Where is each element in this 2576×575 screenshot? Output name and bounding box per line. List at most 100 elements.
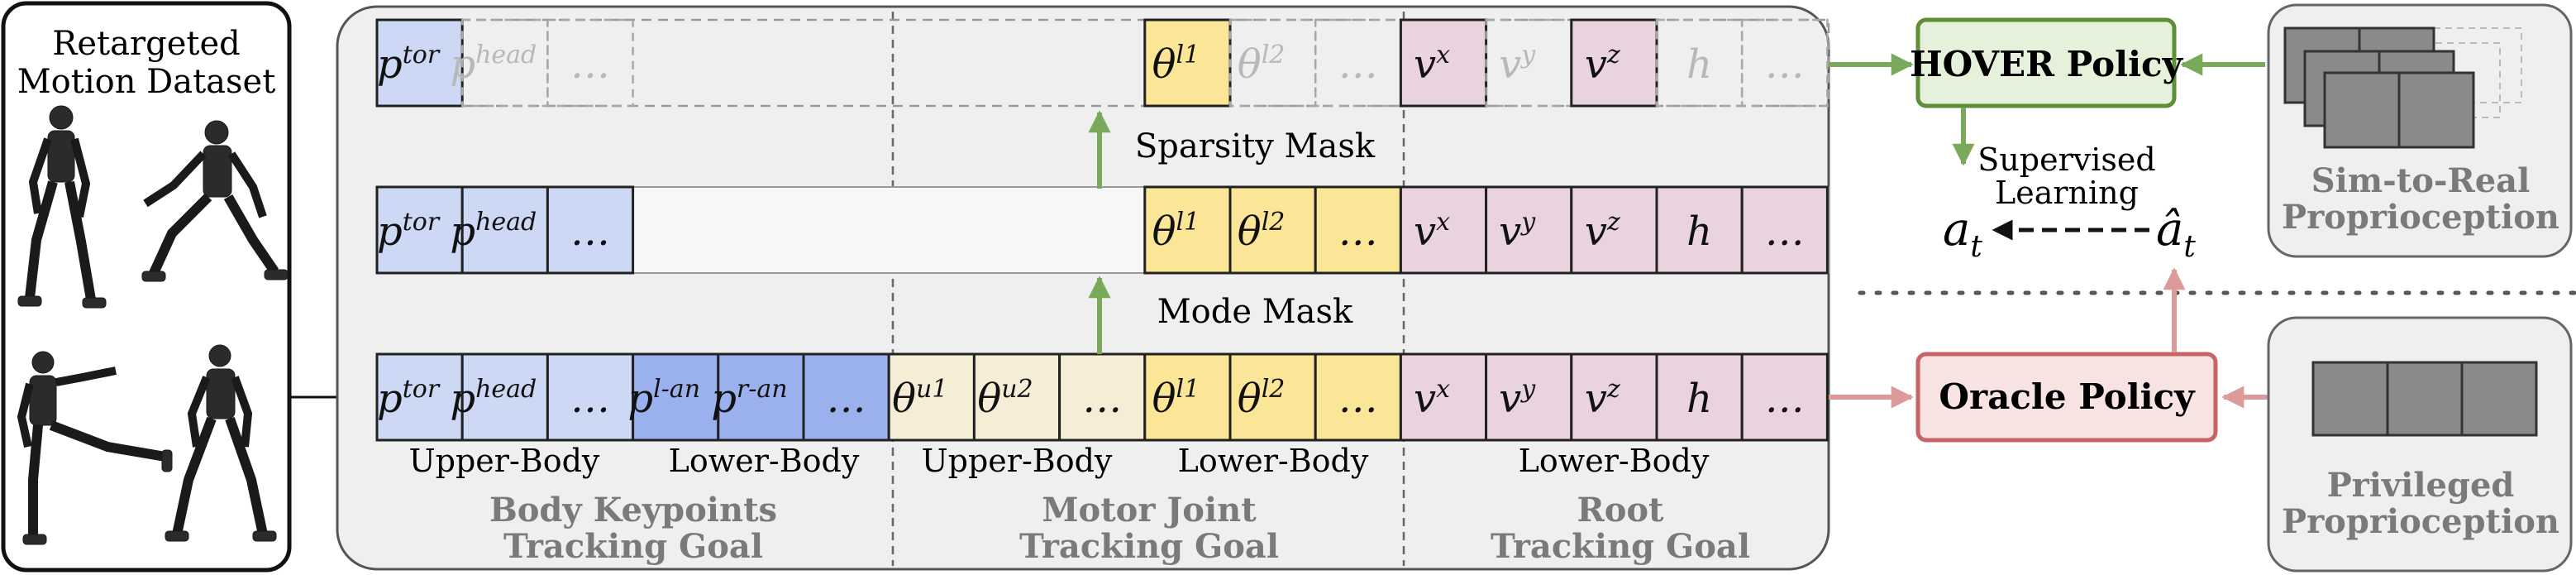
sim-proprio-label-1: Sim-to-Real xyxy=(2311,161,2531,200)
hover-policy-label: HOVER Policy xyxy=(1910,44,2184,84)
top-cell-0-label: ptor xyxy=(377,41,441,88)
upper-body-label-1: Upper-Body xyxy=(409,443,600,479)
bot-cell-6-label: θu1 xyxy=(892,375,947,422)
top-cell-3: θl1 xyxy=(1143,18,1232,108)
mid-cell-9-label: h xyxy=(1686,208,1712,255)
mid-cell-1: phead xyxy=(450,185,549,275)
sim-to-real-panel: Sim-to-Real Proprioception xyxy=(2267,3,2573,258)
mid-cell-5: … xyxy=(1314,185,1402,275)
bot-cell-4-label: pr-an xyxy=(711,375,787,422)
mid-cell-4: θl2 xyxy=(1228,185,1317,275)
mid-cell-9: h xyxy=(1655,185,1744,275)
bot-cell-11: … xyxy=(1314,352,1402,442)
action-student: at xyxy=(1943,203,1982,264)
bot-cell-5: … xyxy=(802,352,890,442)
top-cell-8-label: vz xyxy=(1585,41,1620,88)
mid-cell-10: … xyxy=(1740,185,1829,275)
bot-cell-1-label: phead xyxy=(450,375,537,422)
top-cell-3-label: θl1 xyxy=(1152,41,1200,88)
bot-cell-8: … xyxy=(1058,352,1147,442)
mid-cell-1-label: phead xyxy=(450,208,537,255)
dataset-title-line2: Motion Dataset xyxy=(17,63,276,101)
top-cell-6: vx xyxy=(1399,18,1488,108)
bot-cell-12: vx xyxy=(1399,352,1488,442)
mid-cell-7: vy xyxy=(1485,185,1573,275)
root-caption-2: Tracking Goal xyxy=(1491,527,1750,566)
supervised-label-2: Learning xyxy=(1995,175,2139,211)
bot-cell-4: pr-an xyxy=(711,352,805,442)
priv-proprio-label-2: Proprioception xyxy=(2282,502,2559,541)
bot-cell-9-label: θl1 xyxy=(1152,375,1200,422)
top-cell-0: ptor xyxy=(375,18,464,108)
lower-body-label-3: Lower-Body xyxy=(1519,443,1710,479)
mid-cell-3: θl1 xyxy=(1143,185,1232,275)
bot-cell-2: … xyxy=(546,352,635,442)
top-cell-4-label: θl2 xyxy=(1238,41,1286,88)
mid-cell-8-label: vz xyxy=(1585,208,1620,255)
bot-cell-2-label: … xyxy=(570,376,610,422)
upper-body-label-2: Upper-Body xyxy=(922,443,1113,479)
mode-mask-label: Mode Mask xyxy=(1157,293,1353,331)
bot-cell-8-label: … xyxy=(1082,376,1122,422)
bot-cell-3-label: pl-an xyxy=(627,375,700,422)
oracle-policy-label: Oracle Policy xyxy=(1939,376,2196,417)
sim-proprio-stack xyxy=(2283,26,2522,149)
top-cell-2-label: … xyxy=(570,41,610,88)
top-cell-5-label: … xyxy=(1338,41,1378,88)
bot-cell-3: pl-an xyxy=(627,352,720,442)
dataset-title-line1: Retargeted xyxy=(52,25,240,63)
bot-cell-15: h xyxy=(1655,352,1744,442)
oracle-policy-box xyxy=(1915,352,2218,443)
root-caption-1: Root xyxy=(1577,491,1664,529)
top-cell-2: … xyxy=(546,18,634,108)
top-cell-5: … xyxy=(1314,18,1402,108)
mid-cell-10-label: … xyxy=(1765,208,1805,255)
top-cell-1-label: phead xyxy=(450,41,537,88)
bot-cell-15-label: h xyxy=(1686,376,1712,422)
top-cell-10: … xyxy=(1740,18,1829,108)
lower-body-label-1: Lower-Body xyxy=(669,443,860,479)
top-cell-9-label: h xyxy=(1686,41,1712,88)
bot-cell-1: phead xyxy=(450,352,549,442)
lower-body-label-2: Lower-Body xyxy=(1178,443,1369,479)
privileged-panel: Privileged Proprioception xyxy=(2267,316,2573,573)
bot-cell-0-label: ptor xyxy=(377,375,441,422)
action-oracle: ât xyxy=(2156,203,2196,264)
bot-cell-16-label: … xyxy=(1765,376,1805,422)
bot-cell-13: vy xyxy=(1485,352,1573,442)
mid-cell-3-label: θl1 xyxy=(1152,208,1200,255)
bot-cell-10: θl2 xyxy=(1228,352,1317,442)
priv-proprio-cells xyxy=(2311,361,2538,437)
top-cell-7: vy xyxy=(1485,18,1573,108)
sparsity-mask-label: Sparsity Mask xyxy=(1135,127,1376,165)
bot-cell-12-label: vx xyxy=(1414,375,1450,422)
body-keypoints-caption-2: Tracking Goal xyxy=(503,527,763,566)
body-keypoints-caption-1: Body Keypoints xyxy=(489,491,777,529)
bot-cell-16: … xyxy=(1740,352,1829,442)
supervised-label-1: Supervised xyxy=(1977,141,2155,178)
mid-cell-0: ptor xyxy=(375,185,464,275)
bot-cell-7-label: θu2 xyxy=(977,375,1033,422)
hover-policy-box xyxy=(1915,17,2177,108)
mid-cell-6: vx xyxy=(1399,185,1488,275)
top-cell-6-label: vx xyxy=(1414,41,1450,88)
bot-cell-14-label: vz xyxy=(1585,375,1620,422)
top-cell-7-label: vy xyxy=(1499,41,1536,88)
bot-cell-7: θu2 xyxy=(972,352,1061,442)
sim-proprio-label-2: Proprioception xyxy=(2282,198,2559,237)
mid-cell-6-label: vx xyxy=(1414,208,1450,255)
motor-joint-caption-2: Tracking Goal xyxy=(1019,527,1279,566)
robot-figure-4 xyxy=(165,344,277,542)
mid-cell-8: vz xyxy=(1570,185,1658,275)
mid-cell-2-label: … xyxy=(570,208,610,255)
bot-cell-14: vz xyxy=(1570,352,1658,442)
mid-cell-7-label: vy xyxy=(1499,208,1536,255)
bot-cell-0: ptor xyxy=(375,352,464,442)
motor-joint-caption-1: Motor Joint xyxy=(1042,491,1257,529)
motion-dataset-panel: Retargeted Motion Dataset xyxy=(1,1,292,573)
bot-cell-6: θu1 xyxy=(887,352,976,442)
top-cell-8: vz xyxy=(1570,18,1658,108)
mid-cell-0-label: ptor xyxy=(377,208,441,255)
bot-cell-11-label: … xyxy=(1338,376,1378,422)
